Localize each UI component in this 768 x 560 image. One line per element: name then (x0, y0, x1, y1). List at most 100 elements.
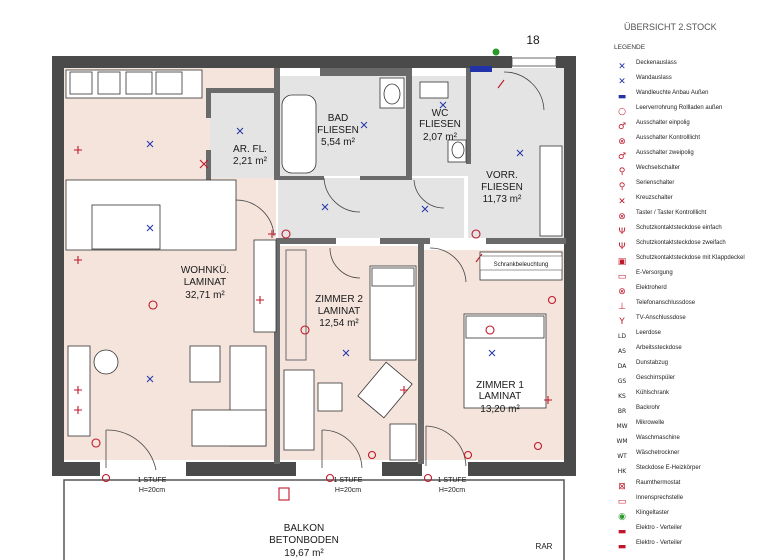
legend-item-label: Wechselschalter (636, 165, 680, 171)
balkon-floor: BETONBODEN (269, 535, 339, 546)
legend-item-label: Schutzkontaktsteckdose zweifach (636, 240, 726, 246)
thermostat-icon: ⊠ (618, 482, 626, 492)
box-gs-icon: GS (617, 378, 627, 385)
balcony-outline (63, 479, 565, 560)
legend-item-label: Leerdose (636, 330, 662, 336)
legend-item: ✕Deckenauslass (606, 60, 768, 74)
wc-area: 2,07 m² (423, 132, 458, 143)
box-mw-icon: MW (616, 423, 628, 430)
door-swings (105, 71, 545, 471)
zimmer1-area: 13,20 m² (480, 404, 520, 415)
legend-item-label: Steckdose E-Heizkörper (636, 465, 701, 471)
legend-item: MW Mikrowelle (606, 420, 768, 434)
socket-double-icon: Ψ (618, 242, 626, 252)
zimmer2-name: ZIMMER 2 (315, 294, 363, 305)
bad-area: 5,54 m² (321, 137, 356, 148)
floor-plan: Schrankbeleuchtung 18 WOHNKÜ. LAMINAT 32… (52, 33, 576, 560)
legend-item-label: Wandauslass (636, 75, 672, 81)
legend-item-label: Geschirrspüler (636, 375, 676, 381)
balcony-area (52, 470, 572, 560)
wc-name: WC (432, 108, 449, 119)
box-as-icon: AS (618, 348, 626, 355)
legend-item-label: TV-Anschlussdose (636, 315, 686, 321)
legend-item: ▬Elektro - Verteiler (606, 525, 768, 539)
wall-light-icon: ▬ (617, 92, 627, 102)
legend-item-label: Dunstabzug (636, 360, 669, 366)
socket-single-icon: Ψ (618, 227, 626, 237)
shelf-lighting-strip (479, 255, 563, 271)
switch-control-icon: ⊗ (618, 137, 626, 147)
switch-double-icon: ♂ (617, 152, 627, 162)
legend-item-label: Schutzkontaktsteckdose einfach (636, 225, 722, 231)
legend-item-label: Elektroherd (636, 285, 667, 291)
doorbell-marker (492, 48, 500, 56)
legend-item: Ψ Schutzkontaktsteckdose einfach (606, 225, 768, 239)
legend-item-label: Backrohr (636, 405, 661, 411)
entrance-window (511, 57, 557, 67)
legend-item: ▬Wandleuchte Anbau Außen (606, 90, 768, 104)
distribution-panel (470, 66, 492, 72)
legend-item-label: E-Versorgung (636, 270, 673, 276)
legend-heading: LEGENDE (614, 44, 646, 51)
box-hk-icon: HK (617, 468, 627, 475)
intercom-icon: ▭ (617, 497, 627, 507)
zimmer1-floor: LAMINAT (479, 391, 522, 402)
bedroom-fixtures (283, 251, 563, 461)
distribution-icon: ▬ (617, 527, 627, 537)
step-label-1: 1 STUFE (138, 477, 167, 484)
legend-item-label: Serienschalter (636, 180, 675, 186)
step-label-2: 1 STUFE (334, 477, 363, 484)
rar-label: RAR (536, 542, 553, 551)
bad-floor: FLIESEN (317, 125, 359, 136)
legend-item: WT Wäschetrockner (606, 450, 768, 464)
vorraum-name: VORR. (486, 170, 518, 181)
balkon-area: 19,67 m² (284, 548, 324, 559)
legend-item: BR Backrohr (606, 405, 768, 419)
push-button-icon: ⊗ (618, 212, 626, 222)
legend-item: ▭ E-Versorgung (606, 270, 768, 284)
outer-walls (52, 56, 576, 476)
stove-icon: ⊗ (618, 287, 626, 297)
box-wt-icon: WT (617, 453, 627, 460)
ceiling-outlets (146, 101, 524, 383)
legend-item-label: Wäschetrockner (636, 450, 680, 456)
floor-vorraum-a (278, 178, 464, 238)
wohnkueche-area: 32,71 m² (185, 290, 225, 301)
legend-item: ⊥ Telefonanschlussdose (606, 300, 768, 314)
step-height-3: H=20cm (439, 487, 465, 494)
series-switch-icon: ⚲ (618, 182, 626, 192)
legend-title: ÜBERSICHT 2.STOCK (624, 22, 717, 32)
electrical-symbols (74, 79, 557, 501)
legend-item: ▣Schutzkontaktsteckdose mit Klappdeckel (606, 255, 768, 269)
balkon-name: BALKON (284, 523, 325, 534)
unit-number: 18 (526, 33, 540, 47)
legend-item-label: Schutzkontaktsteckdose mit Klappdeckel (636, 255, 745, 261)
vorraum-floor: FLIESEN (481, 182, 523, 193)
box-br-icon: BR (617, 408, 627, 415)
legend-item: ⊗ Taster / Taster Kontrolllicht (606, 210, 768, 224)
abstellraum-name: AR. FL. (233, 144, 267, 155)
wohnkueche-name: WOHNKÜ. (181, 264, 229, 276)
legend-item: ⚲ Serienschalter (606, 180, 768, 194)
legend-item: ○Leerverrohrung Rollladen außen (606, 105, 768, 119)
box-wm-icon: WM (616, 438, 628, 445)
step-height-2: H=20cm (335, 487, 361, 494)
step-annotations: 1 STUFE H=20cm 1 STUFE H=20cm 1 STUFE H=… (138, 477, 467, 494)
legend-item-label: Innensprechstelle (636, 495, 684, 501)
legend-item: ✕Kreuzschalter (606, 195, 768, 209)
legend-item-label: Mikrowelle (636, 420, 665, 426)
changeover-switch-icon: ⚲ (618, 167, 626, 177)
legend-item-label: Klingeltaster (636, 510, 670, 516)
legend-item-label: Telefonanschlussdose (636, 300, 696, 306)
e-supply-icon: ▭ (617, 272, 627, 282)
shelf-lighting-label: Schrankbeleuchtung (494, 262, 549, 268)
box-da-icon: DA (617, 363, 627, 370)
legend-item: ▬Elektro - Verteiler (606, 540, 768, 554)
legend-item-label: Elektro - Verteiler (636, 540, 683, 546)
legend-item-label: Taster / Taster Kontrolllicht (636, 210, 707, 216)
phone-socket-icon: ⊥ (618, 302, 626, 312)
